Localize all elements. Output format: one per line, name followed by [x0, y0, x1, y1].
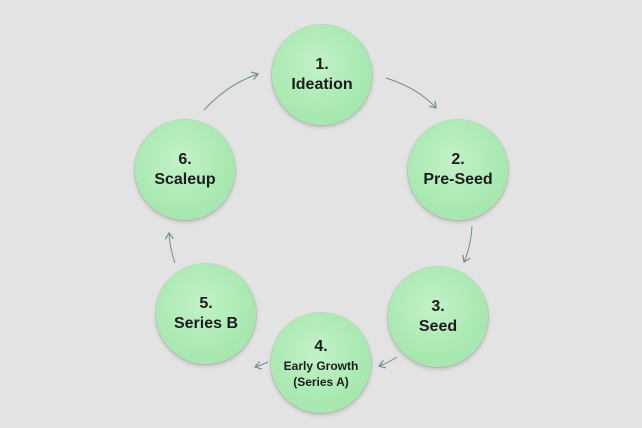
stage-number: 4. [314, 338, 328, 355]
stage-label-line: Early Growth [283, 359, 359, 373]
stage-label-line: Pre-Seed [423, 171, 493, 188]
stage-pre-seed: 2. Pre-Seed [408, 120, 508, 220]
stage-label-line: Scaleup [154, 171, 216, 188]
stage-label: Early Growth (Series A) [284, 358, 359, 390]
stage-label: Seed [419, 317, 457, 337]
arrow-preseed-to-seed [462, 225, 473, 263]
stage-scaleup: 6. Scaleup [135, 120, 235, 220]
stage-ideation: 1. Ideation [272, 25, 372, 125]
stage-early-growth: 4. Early Growth (Series A) [271, 313, 371, 413]
stage-label: Pre-Seed [423, 170, 492, 190]
arrow-early-growth-to-series-b [253, 361, 269, 370]
stage-label-line: Series B [173, 315, 239, 332]
stage-seed: 3. Seed [388, 267, 488, 367]
stage-number: 2. [451, 151, 465, 168]
stage-label: Ideation [291, 75, 352, 95]
arrow-scaleup-to-ideation [203, 71, 260, 111]
stage-label-line: (Series A) [293, 375, 349, 389]
arrow-seed-to-early-growth [377, 356, 398, 369]
arrow-series-b-to-scaleup [164, 231, 176, 264]
stage-number: 1. [315, 56, 329, 73]
stage-label-line: Ideation [291, 76, 353, 93]
stage-label-line: Seed [418, 318, 458, 335]
stage-label: Scaleup [154, 170, 215, 190]
stage-number: 3. [431, 298, 445, 315]
stage-label: Series B [174, 314, 238, 334]
stage-number: 6. [178, 151, 192, 168]
stage-number: 5. [199, 295, 213, 312]
stage-series-b: 5. Series B [156, 264, 256, 364]
arrow-ideation-to-preseed [385, 77, 437, 109]
